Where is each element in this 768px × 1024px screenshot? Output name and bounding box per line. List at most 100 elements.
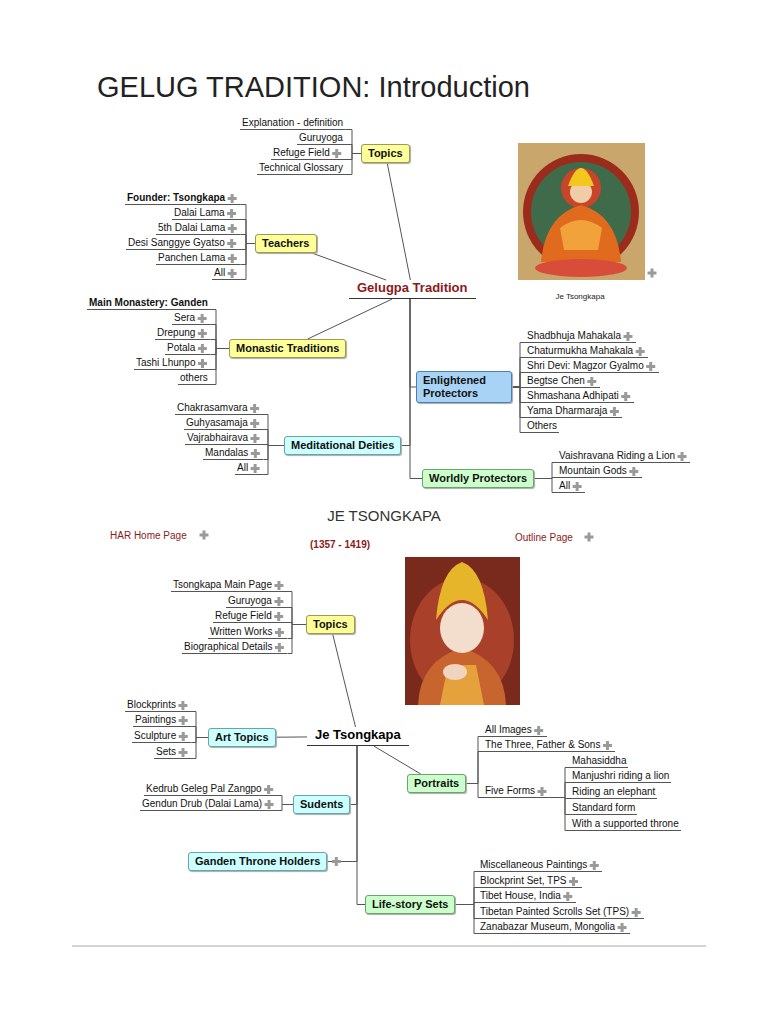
node-text: Begtse Chen [527,375,585,386]
leaf-item: Desi Sanggye Gyatso [126,237,240,250]
node-text: Riding an elephant [572,786,655,797]
leaf-item: Main Monastery: Ganden [87,297,210,310]
leaf-item: Explanation - definition [240,117,345,130]
plus-icon [648,269,657,278]
branch-connector [466,784,483,798]
node-text: Drepung [157,327,195,338]
leaf-item: The Three, Father & Sons [483,739,615,752]
node-text: Chakrasamvara [177,402,248,413]
node-text: Shri Devi: Magzor Gyalmo [527,360,644,371]
leaf-item: With a supported throne [570,818,681,831]
branch-connector [387,163,410,280]
node-text: Sudents [300,798,343,810]
plus-icon [603,741,612,750]
branch-box: Life-story Sets [365,895,455,914]
painting-ground [518,143,645,280]
branch-connector [240,220,255,244]
node-text: All [559,480,570,491]
branch-box: Meditational Deities [284,436,401,455]
branch-connector [276,736,307,737]
node-text: 5th Dalai Lama [158,222,225,233]
robe [541,205,621,262]
plus-icon [274,597,283,606]
branch-connector [512,358,525,388]
branch-connector [455,888,478,905]
branch-connector [550,798,570,831]
label-text: JE TSONGKAPA [327,507,441,524]
branch-connector [534,479,557,493]
node-text: Potala [167,342,195,353]
node-text: All [214,267,225,278]
leaf-item: Guruyoga [226,595,287,608]
node-text: With a supported throne [572,818,679,829]
node-text: Je Tsongkapa [315,727,401,742]
plus-icon [228,194,237,203]
plus-icon [227,239,236,248]
leaf-item: Refuge Field [271,147,345,160]
branch-box: Ganden Throne Holders [188,852,327,871]
plus-icon [227,209,236,218]
robe-inner [560,220,602,250]
branch-connector [345,154,361,160]
node-text: Chaturmukha Mahakala [527,345,633,356]
head-halo [561,168,601,208]
node-text: Technical Glossary [259,162,343,173]
node-text: Shadbhuja Mahakala [527,330,621,341]
branch-connector [512,387,525,418]
leaf-item: Mandalas [203,447,263,460]
node-text: Tashi Lhunpo [136,357,196,368]
leaf-item: Tibetan Painted Scrolls Set (TPS) [478,906,644,919]
plus-icon [179,748,188,757]
leaf-item: Technical Glossary [257,162,345,175]
branch-connector [210,325,229,349]
leaf-item: All [212,267,240,280]
plus-icon [198,314,207,323]
branch-connector [374,746,421,774]
node-text: others [180,372,208,383]
node-text: Mountain Gods [559,465,627,476]
plus-icon [198,329,207,338]
branch-connector [466,737,483,784]
leaf-item: Manjushri riding a lion [570,770,671,783]
leaf-item: All [557,480,585,493]
node-text: Life-story Sets [372,898,448,910]
robe-inner [440,665,484,705]
branch-connector [263,446,284,460]
plus-icon [179,716,188,725]
free-label: (1357 - 1419) [310,538,370,551]
branch-connector [357,746,365,905]
branch-connector [455,872,478,905]
leaf-item: Blockprints [125,699,191,712]
leaf-item: Guruyoga [297,132,345,145]
halo [523,154,639,270]
portrait-ground [405,557,520,705]
leaf-item: Drepung [155,327,210,340]
branch-connector [550,768,570,798]
plus-icon [198,344,207,353]
pandita-hat [568,168,594,186]
plus-icon [587,377,596,386]
branch-box: Portraits [407,774,466,793]
leaf-item: Written Works [208,626,287,639]
node-text: Sculpture [134,730,176,741]
node-text: Standard form [572,802,635,813]
node-text: All Images [485,724,532,735]
branch-connector [240,235,255,244]
branch-connector [240,244,255,280]
branch-connector [263,415,284,446]
branch-connector [534,463,557,479]
branch-connector [287,608,306,625]
branch-connector [191,738,208,759]
leaf-item: Sculpture [132,730,191,743]
leaf-item: Kedrub Geleg Pal Zangpo [144,783,277,796]
face [440,603,484,653]
node-text: Topics [313,618,348,630]
portrait-tsongkapa [405,557,520,705]
node-text: Mandalas [205,447,248,458]
branch-connector [191,712,208,738]
branch-connector [512,387,525,403]
plus-icon [228,254,237,263]
leaf-item: Mountain Gods [557,465,642,478]
leaf-item: Mahasiddha [570,755,628,768]
